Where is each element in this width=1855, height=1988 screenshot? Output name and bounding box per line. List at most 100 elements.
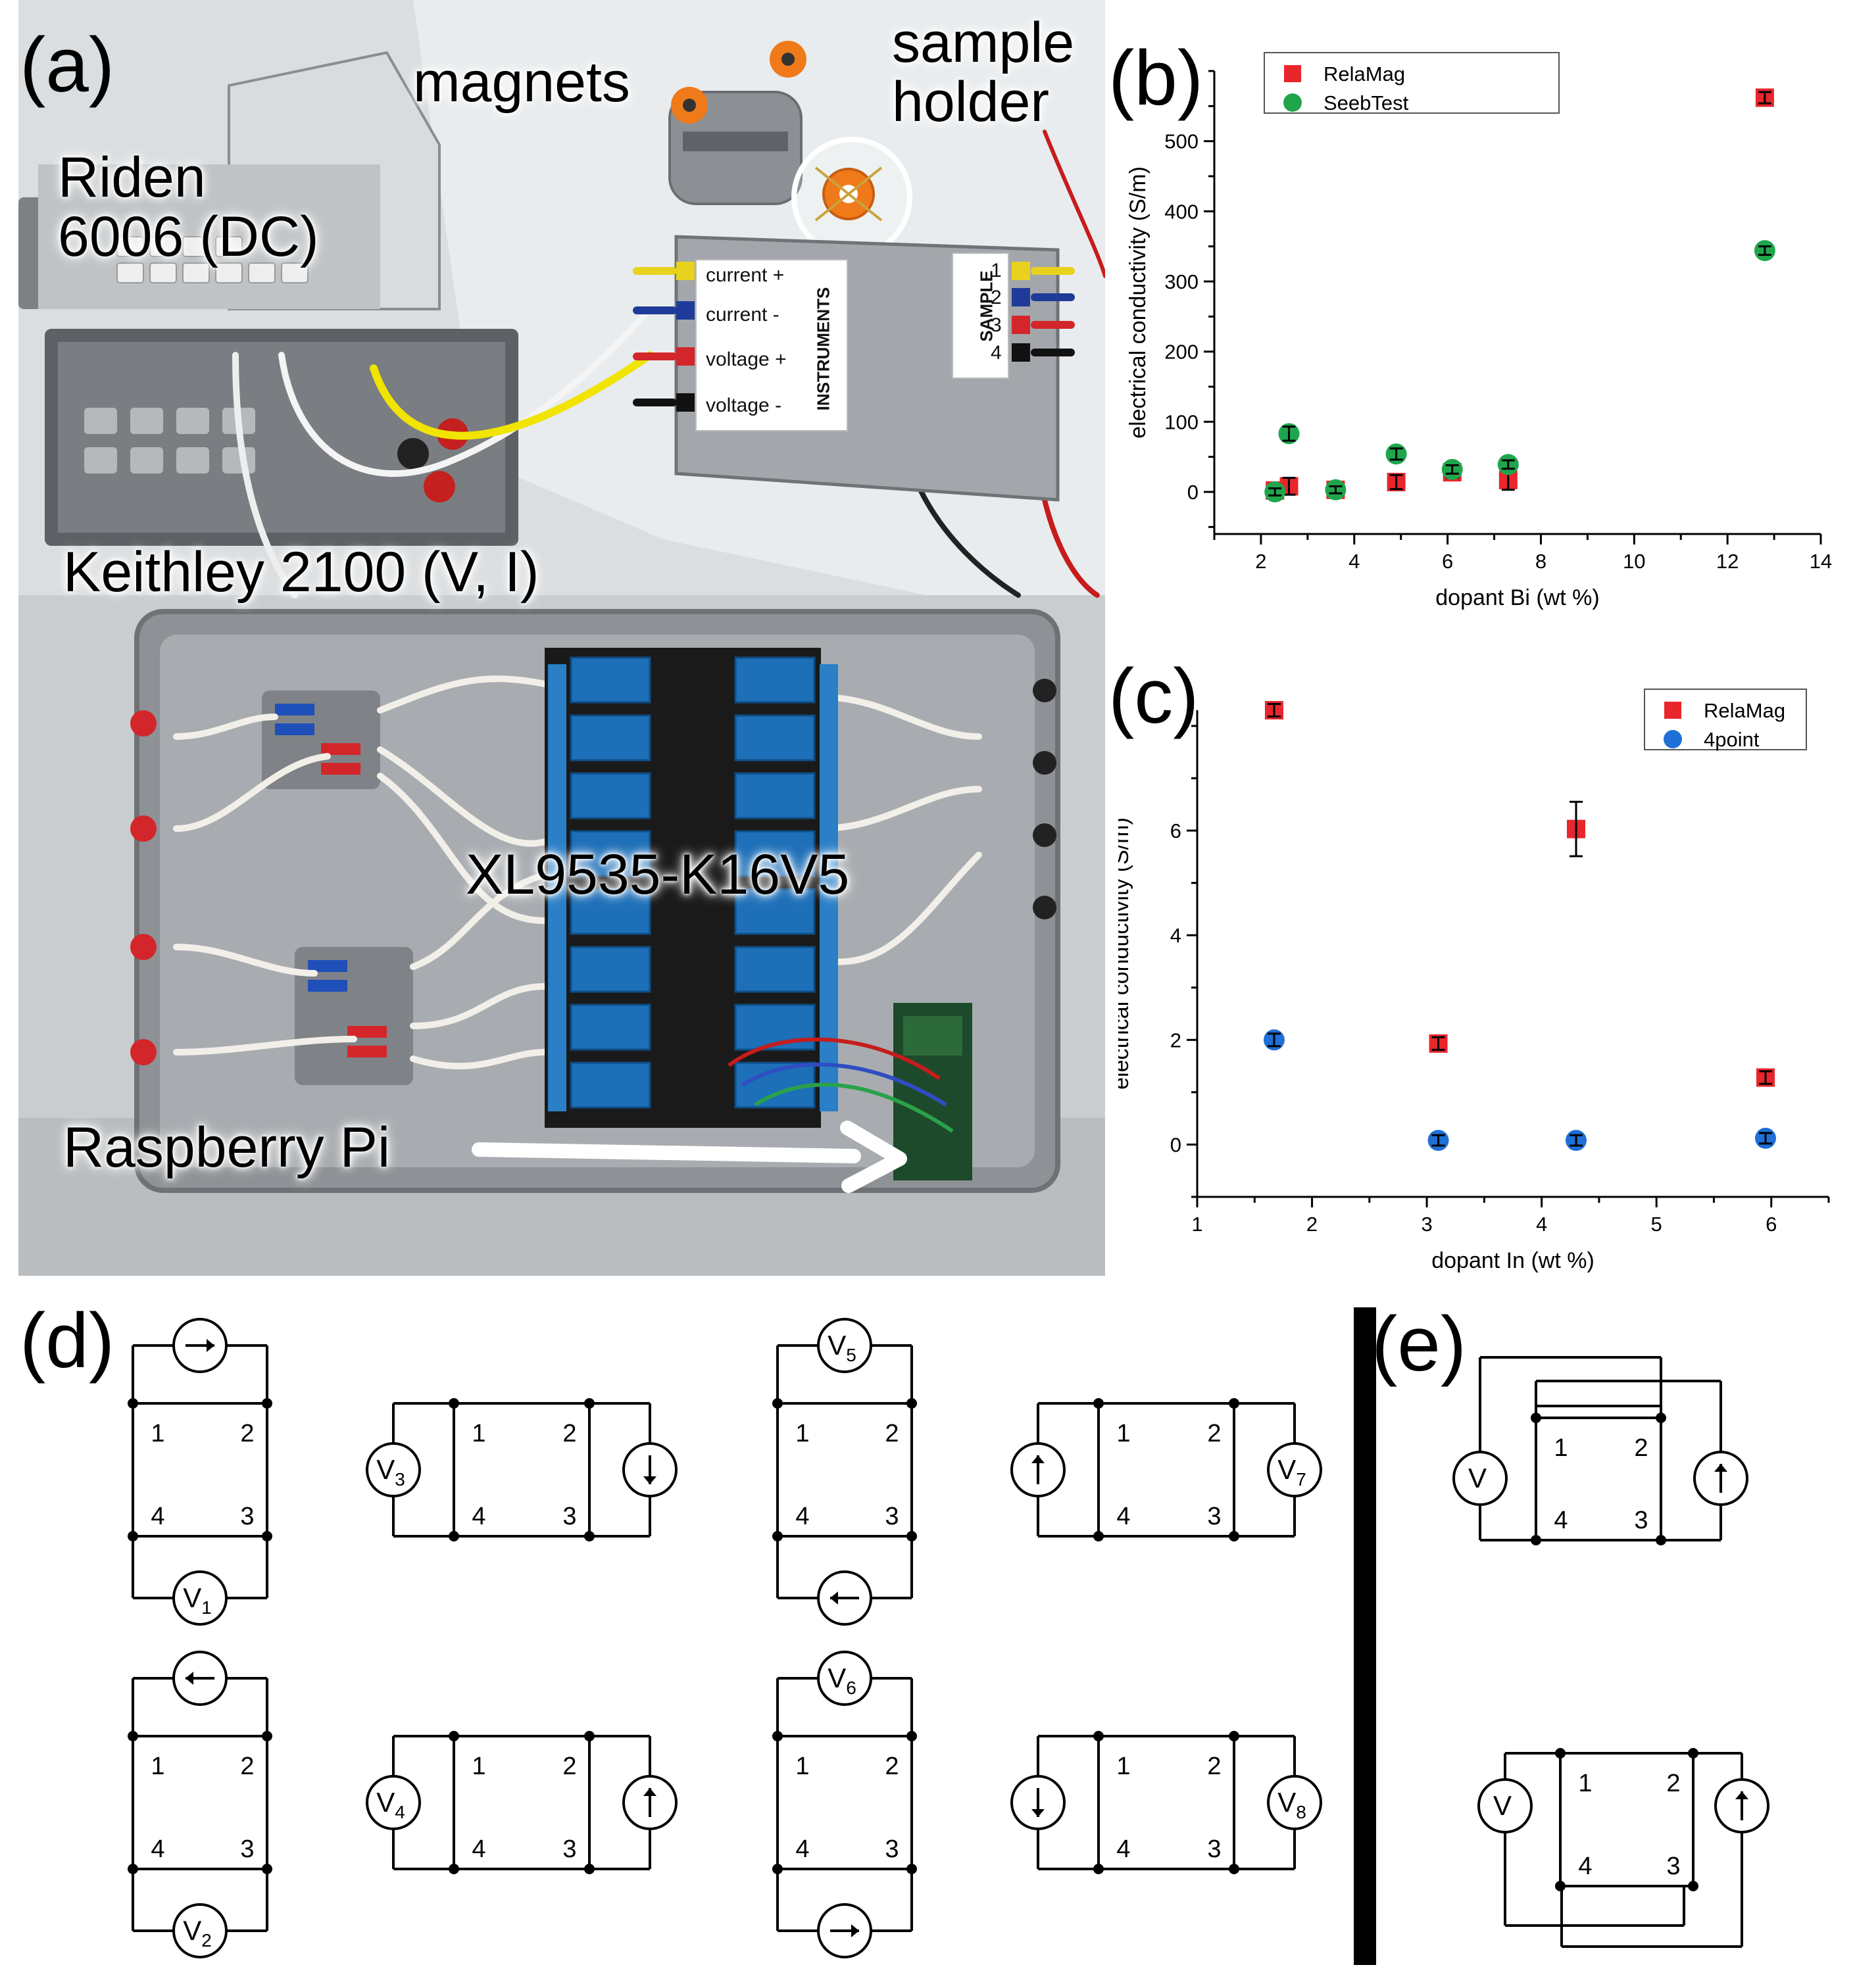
voltmeter-icon: [1452, 1451, 1508, 1506]
current-arrow-head: [1714, 1464, 1727, 1472]
pin-label-2: 2: [562, 1420, 576, 1447]
y-tick-label: 100: [1164, 410, 1199, 433]
panel-label-b: (b): [1108, 35, 1204, 122]
panel-label-a: (a): [20, 22, 115, 109]
y-tick-label: 300: [1164, 270, 1199, 293]
voltmeter-icon: [366, 1442, 421, 1497]
tag-voltage-minus: voltage -: [706, 395, 782, 416]
voltmeter-subscript: 8: [1296, 1802, 1306, 1822]
pin-label-2: 2: [1207, 1753, 1221, 1780]
voltmeter-subscript: 7: [1296, 1469, 1306, 1490]
x-axis-label: dopant In (wt %): [1431, 1248, 1595, 1273]
x-tick-label: 2: [1255, 550, 1266, 573]
current-arrow-head: [1031, 1455, 1045, 1463]
tag-pin-2: 2: [991, 287, 1002, 308]
photo-panel: current + current - voltage + voltage - …: [18, 0, 1107, 1276]
y-tick-label: 500: [1164, 130, 1199, 153]
tag-current-minus: current -: [706, 304, 779, 326]
riden-power-supply: [18, 51, 441, 372]
voltmeter-icon: [1267, 1775, 1322, 1830]
apparatus-photo: [18, 0, 1107, 1276]
y-axis-label: electrical conductivity (S/m): [1118, 817, 1133, 1090]
y-tick-label: 400: [1164, 200, 1199, 223]
voltmeter-subscript: 1: [201, 1597, 212, 1618]
y-tick-label: 6: [1170, 819, 1181, 842]
legend-marker: [1664, 702, 1681, 719]
voltmeter-subscript: 2: [201, 1930, 212, 1951]
voltmeter-subscript: 3: [395, 1469, 405, 1490]
voltmeter-subscript: 5: [846, 1345, 856, 1365]
x-tick-label: 14: [1810, 550, 1832, 573]
voltmeter-icon: [366, 1775, 421, 1830]
legend-marker: [1284, 65, 1301, 82]
y-tick-label: 0: [1187, 481, 1199, 504]
current-arrow-head: [186, 1672, 193, 1685]
y-tick-label: 2: [1170, 1029, 1181, 1052]
x-tick-label: 12: [1716, 550, 1739, 573]
pin-label-1: 1: [472, 1420, 485, 1447]
tag-pin-1: 1: [991, 260, 1002, 281]
voltmeter-subscript: 4: [395, 1802, 405, 1822]
pin-label-3: 3: [885, 1835, 899, 1863]
pin-label-3: 3: [1666, 1853, 1680, 1880]
pin-label-1: 1: [1116, 1420, 1130, 1447]
current-arrow-head: [643, 1476, 656, 1484]
pin-label-1: 1: [472, 1753, 485, 1780]
y-tick-label: 0: [1170, 1133, 1181, 1156]
voltmeter-subscript: 6: [846, 1678, 856, 1698]
x-tick-label: 3: [1421, 1213, 1432, 1236]
current-arrow-head: [207, 1339, 214, 1352]
pin-label-2: 2: [240, 1753, 254, 1780]
legend-box: [1264, 52, 1560, 114]
pin-label-3: 3: [885, 1503, 899, 1530]
y-axis-label: electrical conductivity (S/m): [1125, 166, 1150, 439]
pin-label-3: 3: [1634, 1507, 1648, 1534]
x-tick-label: 8: [1535, 550, 1546, 573]
tag-current-plus: current +: [706, 264, 785, 286]
pin-label-1: 1: [151, 1420, 164, 1447]
pin-label-2: 2: [1207, 1420, 1221, 1447]
legend-entry: RelaMag: [1323, 62, 1405, 85]
label-relay-board: XL9535-K16V5: [466, 843, 850, 906]
tag-pin-4: 4: [991, 342, 1002, 364]
pin-label-4: 4: [151, 1835, 164, 1863]
tag-instruments: INSTRUMENTS: [813, 287, 833, 411]
pin-label-1: 1: [795, 1753, 809, 1780]
label-raspberry-pi: Raspberry Pi: [63, 1116, 391, 1179]
x-tick-label: 2: [1306, 1213, 1318, 1236]
sample-holder: [791, 137, 912, 258]
label-riden: Riden 6006 (DC): [58, 146, 319, 269]
pin-label-3: 3: [1207, 1503, 1221, 1530]
voltmeter-icon: [172, 1903, 228, 1958]
voltmeter-label: V: [1468, 1463, 1487, 1493]
x-tick-label: 5: [1651, 1213, 1662, 1236]
pin-label-4: 4: [472, 1835, 485, 1863]
keithley-multimeter: [45, 329, 518, 546]
label-sample-holder: sample holder: [892, 11, 1075, 134]
y-tick-label: 200: [1164, 341, 1199, 364]
pin-label-1: 1: [1554, 1434, 1568, 1462]
panel-label-e: (e): [1372, 1301, 1467, 1388]
relay-enclosure: [130, 609, 1060, 1193]
pin-label-2: 2: [1634, 1434, 1648, 1462]
panel-label-c: (c): [1108, 653, 1199, 740]
pin-label-4: 4: [1116, 1835, 1130, 1863]
pin-label-3: 3: [562, 1835, 576, 1863]
current-arrow-head: [643, 1788, 656, 1796]
pin-label-1: 1: [1578, 1770, 1592, 1797]
pin-label-3: 3: [562, 1503, 576, 1530]
current-arrow-head: [830, 1591, 838, 1605]
pin-label-4: 4: [795, 1503, 809, 1530]
pin-label-2: 2: [562, 1753, 576, 1780]
x-axis-label: dopant Bi (wt %): [1435, 585, 1599, 610]
pin-label-4: 4: [472, 1503, 485, 1530]
pin-label-2: 2: [1666, 1770, 1680, 1797]
legend-entry: SeebTest: [1323, 91, 1409, 114]
magnets: [668, 41, 806, 205]
pin-label-4: 4: [1554, 1507, 1568, 1534]
current-arrow-head: [851, 1924, 859, 1937]
legend-entry: RelaMag: [1704, 699, 1785, 722]
current-arrow-head: [1735, 1791, 1748, 1799]
